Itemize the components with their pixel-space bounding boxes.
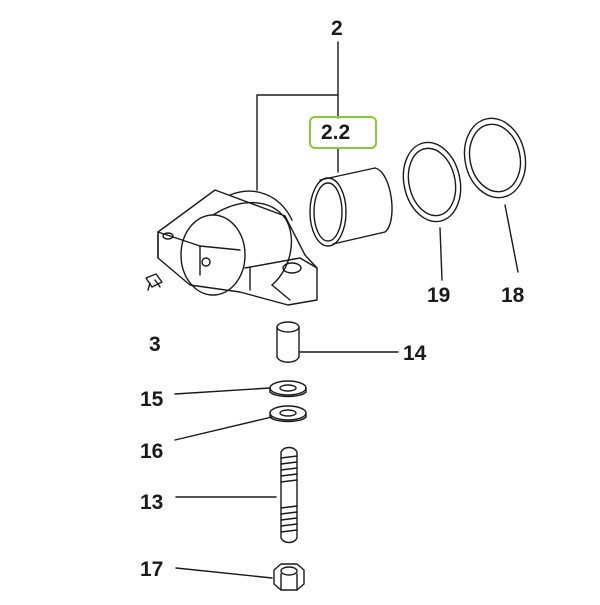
- leader-2-to-housing: [256, 94, 339, 191]
- leader-17: [175, 567, 273, 579]
- callout-17[interactable]: 17: [140, 558, 164, 581]
- housing-center-hole: [201, 257, 211, 267]
- highlight-box-part-2-2: [309, 116, 377, 149]
- callout-18[interactable]: 18: [501, 284, 525, 307]
- leader-19: [439, 227, 443, 281]
- sleeve-part-14: [276, 321, 300, 363]
- bushing-part-2-2: [309, 167, 393, 247]
- leader-lines: [174, 41, 519, 579]
- housing-left-hole: [162, 232, 174, 240]
- housing-boss-face: [180, 214, 246, 296]
- washer-part-16: [269, 405, 307, 423]
- leader-16: [174, 416, 273, 441]
- stud-bolt-part-13: [280, 446, 298, 544]
- washer-part-15: [269, 380, 307, 398]
- callout-13[interactable]: 13: [140, 491, 164, 514]
- seal-ring-part-18: [463, 117, 527, 199]
- callout-16[interactable]: 16: [140, 440, 164, 463]
- callout-3[interactable]: 3: [149, 333, 161, 356]
- callout-2[interactable]: 2: [331, 17, 343, 40]
- housing-mount-hole: [282, 262, 302, 274]
- callout-14[interactable]: 14: [403, 342, 427, 365]
- leader-15: [174, 387, 271, 395]
- callout-2-2[interactable]: 2.2: [321, 121, 351, 144]
- nut-part-17: [273, 563, 305, 591]
- leader-18: [504, 204, 519, 273]
- seal-ring-part-19: [402, 141, 462, 223]
- callout-15[interactable]: 15: [140, 388, 164, 411]
- grease-fitting-part-3: [145, 273, 163, 291]
- housing-part-2: [157, 189, 318, 306]
- callout-19[interactable]: 19: [427, 284, 451, 307]
